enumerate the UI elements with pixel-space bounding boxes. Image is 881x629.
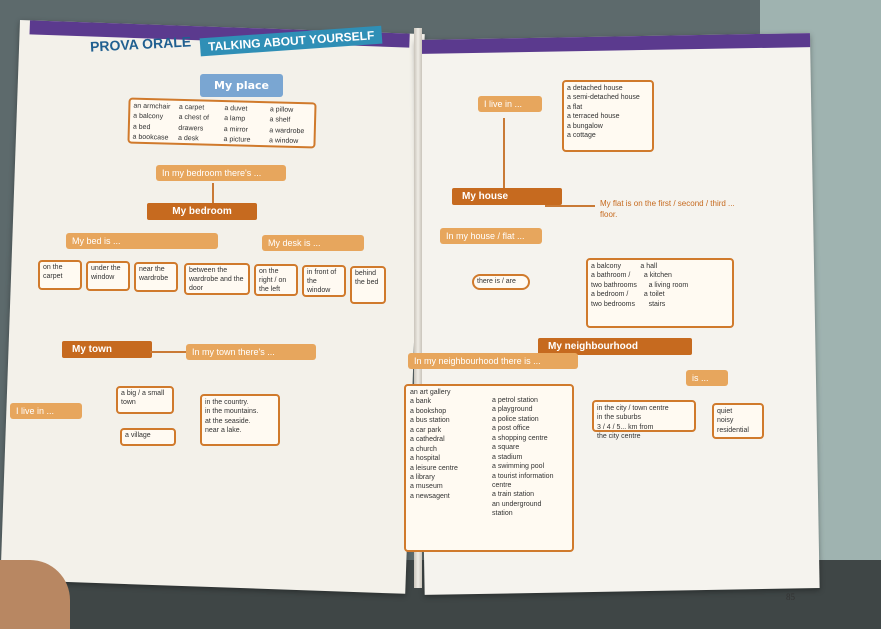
page-number: 85 [786, 592, 795, 602]
connector-arrow [212, 183, 214, 203]
bedroom-phrase: In my bedroom there's ... [156, 165, 286, 181]
there-is-box: there is / are [472, 274, 530, 290]
my-place-label: My place [200, 74, 283, 97]
position-box: near the wardrobe [134, 262, 178, 292]
furniture-item: a balcony [133, 113, 164, 121]
adjectives-box: quiet noisy residential [712, 403, 764, 439]
i-live-in-label: I live in ... [10, 403, 82, 419]
my-neighbourhood-title: My neighbourhood [538, 338, 692, 355]
furniture-item: a picture [223, 136, 251, 145]
furniture-item: a mirror [223, 125, 249, 134]
my-bedroom-title: My bedroom [147, 203, 257, 220]
thumb [0, 560, 70, 629]
desk-phrase: My desk is ... [262, 235, 364, 251]
furniture-item: an armchair [133, 102, 171, 111]
furniture-item: a chest of [178, 114, 210, 123]
position-box: under the window [86, 261, 130, 291]
town-location-box: in the country. in the mountains. at the… [200, 394, 280, 446]
city-location-box: in the city / town centre in the suburbs… [592, 400, 696, 440]
house-types-text: a detached house a semi-detached house a… [567, 85, 640, 140]
rooms-box: a balcony a hall a bathroom / a kitchen … [586, 258, 734, 328]
furniture-item: a lamp [224, 115, 246, 124]
furniture-item: drawers [178, 124, 204, 133]
position-box: in front of the window [302, 265, 346, 297]
furniture-item: a bed [132, 123, 151, 132]
my-house-title: My house [452, 188, 562, 205]
flat-floor-text: My flat is on the first / second / third… [600, 199, 735, 219]
furniture-item: a duvet [224, 105, 248, 113]
connector-arrow [503, 118, 505, 188]
my-town-title: My town [62, 341, 152, 358]
adjectives-text: quiet noisy residential [717, 408, 749, 434]
furniture-item: a carpet [178, 103, 205, 112]
places-right: a petrol station a playground a police s… [492, 397, 554, 518]
furniture-item: a wardrobe [269, 127, 305, 136]
town-phrase: In my town there's ... [186, 344, 316, 360]
position-box: on the right / on the left [254, 264, 298, 296]
town-size-box: a big / a small town [116, 386, 174, 414]
furniture-item: a bookcase [132, 133, 169, 142]
town-size-box: a village [120, 428, 176, 446]
places-box: an art gallery a bank a bookshop a bus s… [404, 384, 574, 552]
position-box: between the wardrobe and the door [184, 263, 250, 295]
connector-arrow [545, 205, 595, 207]
furniture-item: a shelf [269, 116, 291, 125]
purple-band [415, 33, 811, 54]
neigh-phrase: In my neighbourhood there is ... [408, 353, 578, 369]
town-location-text: in the country. in the mountains. at the… [205, 399, 259, 435]
house-phrase: In my house / flat ... [440, 228, 542, 244]
is-label: is ... [686, 370, 728, 386]
live-in-label: I live in ... [478, 96, 542, 112]
position-box: behind the bed [350, 266, 386, 304]
house-types-box: a detached house a semi-detached house a… [562, 80, 654, 152]
position-box: on the carpet [38, 260, 82, 290]
furniture-item: a desk [177, 135, 199, 143]
furniture-item: a pillow [269, 106, 294, 114]
places-left: an art gallery a bank a bookshop a bus s… [410, 389, 458, 500]
furniture-box: an armchair a carpet a duvet a pillow a … [127, 97, 317, 149]
rooms-text: a balcony a hall a bathroom / a kitchen … [591, 263, 689, 308]
connector-arrow [150, 351, 186, 353]
city-location-text: in the city / town centre in the suburbs… [597, 405, 669, 441]
bed-phrase: My bed is ... [66, 233, 218, 249]
book-spine [414, 28, 422, 588]
furniture-item: a window [268, 137, 299, 146]
